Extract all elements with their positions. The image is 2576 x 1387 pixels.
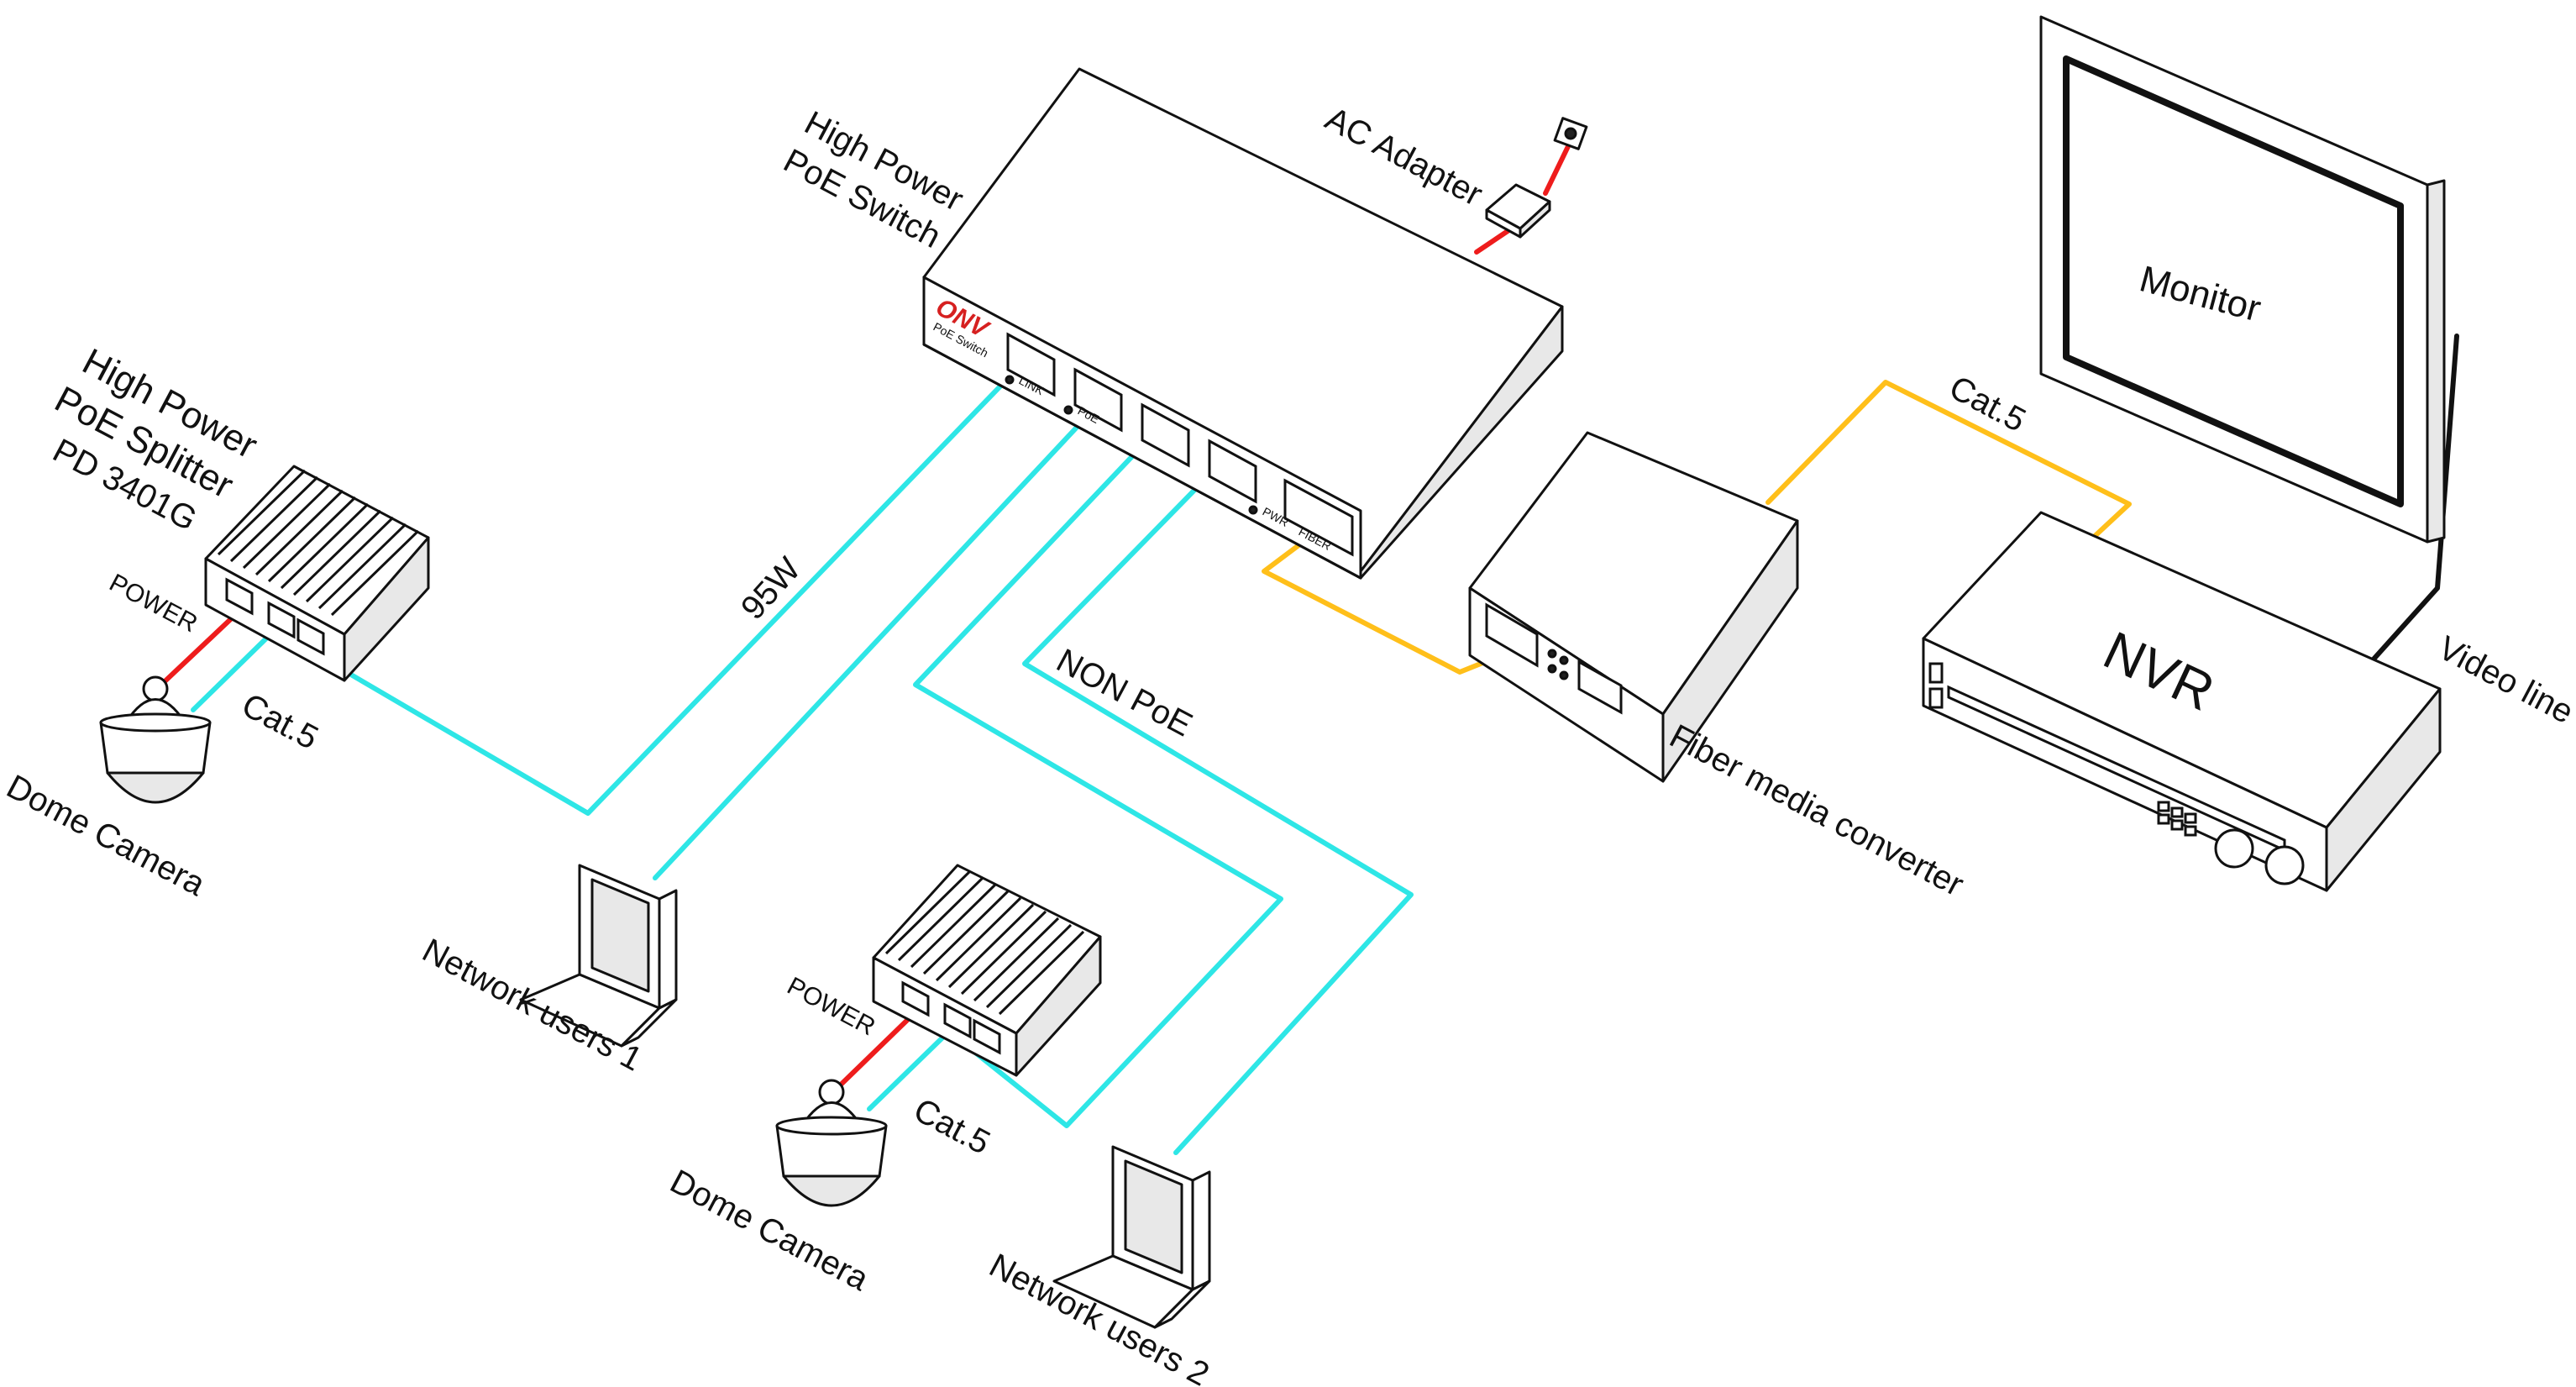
poe-splitter-icon <box>204 465 430 682</box>
splitter-1-fins <box>217 469 420 617</box>
splitter-2-fins <box>884 870 1085 1016</box>
cable-95w <box>308 367 1019 816</box>
cable-cat5-nvr <box>1765 380 2132 540</box>
poe-splitter-icon <box>872 864 1102 1077</box>
dome-camera-icon <box>99 675 212 804</box>
cable-cat5-camera-1 <box>191 632 273 712</box>
cable-splitter-2 <box>913 434 1283 1128</box>
cat5-label-1: Cat.5 <box>236 686 324 757</box>
cable-non-poe <box>1022 468 1414 1155</box>
ac-adapter-label: AC Adapter <box>1319 100 1488 213</box>
cat5-label-3: Cat.5 <box>1944 369 2032 439</box>
cable-network-users-1 <box>653 418 1086 880</box>
laptop-icon <box>1052 1145 1211 1329</box>
video-line-label: Video line <box>2432 629 2576 731</box>
laptop-icon <box>519 864 678 1048</box>
power-label-1: POWER <box>105 569 202 638</box>
nvr-buttons <box>2157 801 2197 837</box>
poe-switch-icon: ONV PoE Switch LINK PoE PWR FIBER <box>922 67 1564 580</box>
nvr-icon: NVR <box>1922 511 2442 892</box>
fiber-media-converter-label: Fiber media converter <box>1664 717 1970 903</box>
dome-camera-icon <box>775 1079 888 1207</box>
cable-ac-plug <box>1543 139 1573 196</box>
ac-adapter-icon <box>1485 117 1588 239</box>
fiber-media-converter-icon <box>1468 431 1799 783</box>
monitor-icon: Monitor <box>2039 15 2446 544</box>
cat5-label-2: Cat.5 <box>908 1091 996 1162</box>
cable-video-line <box>2353 334 2459 681</box>
cables <box>159 139 2459 1155</box>
power-label-2: POWER <box>783 972 880 1041</box>
watt-label: 95W <box>734 550 808 627</box>
